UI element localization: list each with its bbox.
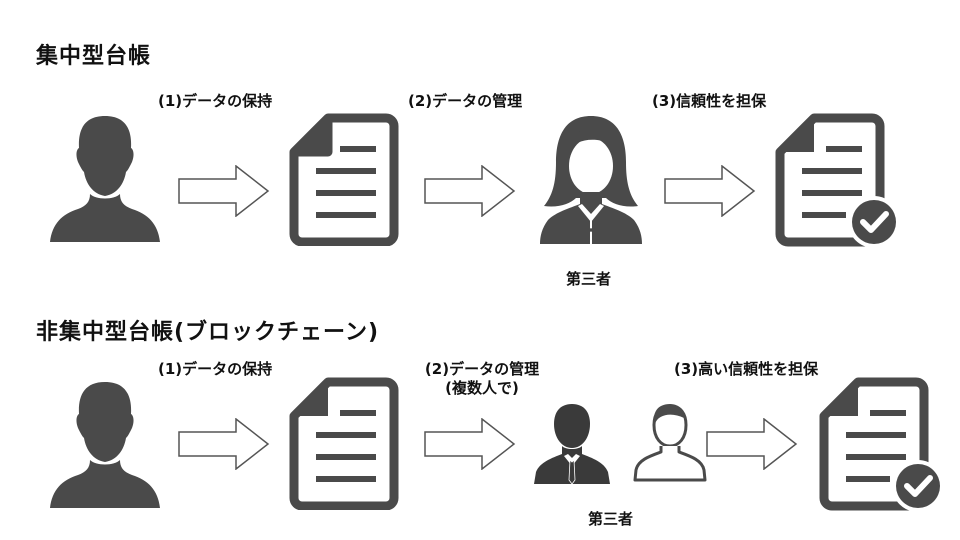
user-silhouette-icon: [50, 382, 160, 508]
businessman-icon: [534, 404, 610, 484]
decentralized-third-party-label: 第三者: [588, 510, 634, 528]
centralized-third-party-label: 第三者: [566, 270, 612, 288]
decentralized-step1-label: (1)データの保持: [158, 360, 273, 378]
centralized-step2-label: (2)データの管理: [408, 92, 523, 110]
centralized-step3-label: (3)信頼性を担保: [652, 92, 767, 110]
document-check-icon: [775, 113, 900, 248]
centralized-step1-label: (1)データの保持: [158, 92, 273, 110]
centralized-title: 集中型台帳: [36, 44, 152, 69]
decentralized-step3-label: (3)高い信頼性を担保: [674, 360, 819, 378]
woman-icon: [540, 116, 642, 244]
decentralized-title: 非集中型台帳(ブロックチェーン): [36, 320, 380, 345]
right-arrow-icon: [424, 165, 516, 217]
document-check-icon: [819, 377, 944, 512]
right-arrow-icon: [178, 165, 270, 217]
right-arrow-icon: [706, 418, 798, 470]
decentralized-step2-line1: (2)データの管理: [424, 360, 540, 378]
right-arrow-icon: [664, 165, 756, 217]
document-icon: [289, 113, 399, 246]
man-outline-icon: [633, 404, 707, 482]
document-icon: [289, 377, 399, 510]
right-arrow-icon: [424, 418, 516, 470]
user-silhouette-icon: [50, 116, 160, 242]
decentralized-step2-label: (2)データの管理 (複数人で): [420, 360, 544, 398]
decentralized-step2-line2: (複数人で): [445, 379, 519, 397]
right-arrow-icon: [178, 418, 270, 470]
